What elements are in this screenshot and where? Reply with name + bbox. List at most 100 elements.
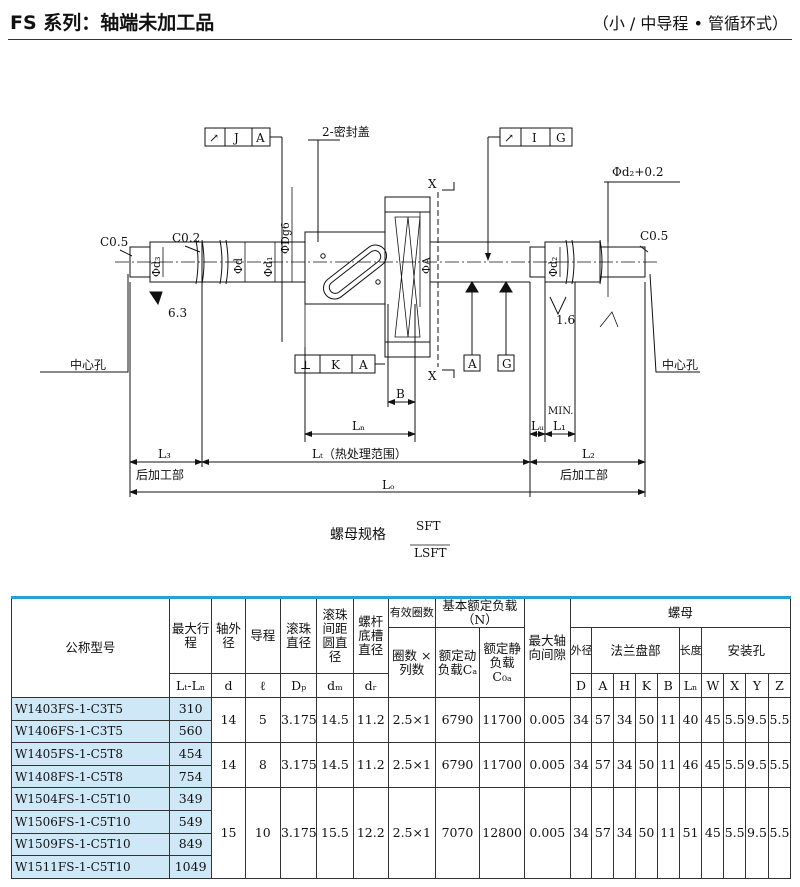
seal-label: 2-密封盖 xyxy=(322,124,370,139)
spec-cell-d: 15 xyxy=(211,787,246,879)
h-model: 公称型号 xyxy=(11,596,170,698)
spec-cell-b: 11 xyxy=(656,742,680,789)
technical-drawing: ↗ J A ↗ I G ⊥ K A 2-密封盖 Φd₂+0.2 C0.5 C0.… xyxy=(40,124,700,560)
tol-bottom-ref: K xyxy=(331,358,341,372)
spec-cell-k: 50 xyxy=(635,696,658,744)
h-sub-col: A xyxy=(591,673,615,698)
datum-A-box xyxy=(463,354,481,372)
h-mount: 安装孔 xyxy=(701,627,791,674)
spec-cell-z: 5.5 xyxy=(767,742,792,789)
h-sub-col: Lₙ xyxy=(678,673,703,698)
datum-A-label: A xyxy=(467,357,477,371)
nut-spec-lsft: LSFT xyxy=(414,546,447,560)
dim-16: 1.6 xyxy=(556,313,575,327)
spec-cell-y: 9.5 xyxy=(745,787,769,879)
stroke-cell: 310 xyxy=(168,697,213,721)
h-pcd-sub: dₘ xyxy=(316,673,354,698)
phi-d: Φd xyxy=(232,258,245,274)
tol-left-sym: ↗ xyxy=(209,131,219,145)
h-dyn: 额定动负载Cₐ xyxy=(434,627,481,698)
h-root-sub: dᵣ xyxy=(352,673,389,698)
roughness-63: 6.3 xyxy=(168,306,187,320)
h-sub-col: B xyxy=(656,673,680,698)
h-turns-top: 有效圈数 xyxy=(387,596,436,628)
center-hole-right: 中心孔 xyxy=(662,357,698,372)
spec-cell-root: 11.2 xyxy=(352,742,389,789)
spec-cell-y: 9.5 xyxy=(745,696,769,744)
h-flange: 法兰盘部 xyxy=(591,627,680,674)
spec-cell-pcd: 15.5 xyxy=(316,787,354,879)
h-od-sub: d xyxy=(211,673,246,698)
page-subtitle: （小 / 中导程 • 管循环式） xyxy=(592,14,788,33)
h-sub-col: Y xyxy=(745,673,769,698)
header-rule xyxy=(8,39,792,40)
h-backlash: 最大轴向间隙 xyxy=(523,596,571,698)
spec-cell-lead: 5 xyxy=(244,696,281,744)
dim-Ln: Lₙ xyxy=(352,419,365,433)
page-title: FS 系列：轴端未加工品 xyxy=(10,12,215,34)
spec-cell-root: 11.2 xyxy=(352,696,389,744)
spec-cell-sta: 11700 xyxy=(479,742,525,789)
dim-min: MIN. xyxy=(548,406,573,417)
spec-cell-turns: 2.5×1 xyxy=(387,742,436,789)
datum-G-box xyxy=(497,354,515,372)
h-sub-col: D xyxy=(569,673,593,698)
spec-cell-dyn: 6790 xyxy=(434,742,481,789)
model-cell: W1403FS-1-C3T5 xyxy=(11,697,170,721)
spec-cell-k: 50 xyxy=(635,787,658,879)
stroke-cell: 754 xyxy=(168,764,213,789)
center-hole-left: 中心孔 xyxy=(70,357,106,372)
spec-cell-w: 45 xyxy=(701,696,725,744)
stroke-cell: 849 xyxy=(168,832,213,857)
h-nut: 螺母 xyxy=(569,596,792,628)
spec-cell-ball: 3.175 xyxy=(279,787,318,879)
stroke-cell: 1049 xyxy=(168,855,213,879)
spec-cell-a: 57 xyxy=(591,787,615,879)
spec-cell-y: 9.5 xyxy=(745,742,769,789)
phi-d3: Φd₃ xyxy=(150,257,163,277)
spec-cell-x: 5.5 xyxy=(723,787,747,879)
spec-cell-lead: 8 xyxy=(244,742,281,789)
spec-cell-dyn: 6790 xyxy=(434,696,481,744)
tol-left-ref: J xyxy=(232,131,239,145)
h-sub-col: X xyxy=(723,673,747,698)
spec-cell-ball: 3.175 xyxy=(279,742,318,789)
spec-cell-z: 5.5 xyxy=(767,696,792,744)
nut-spec-sft: SFT xyxy=(416,519,441,533)
h-pcd: 滚珠间距圆直径 xyxy=(316,596,354,674)
model-cell: W1406FS-1-C3T5 xyxy=(11,719,170,744)
page-header: FS 系列：轴端未加工品 （小 / 中导程 • 管循环式） xyxy=(0,0,800,40)
model-cell: W1405FS-1-C5T8 xyxy=(11,742,170,766)
spec-cell-sta: 12800 xyxy=(479,787,525,879)
model-cell: W1504FS-1-C5T10 xyxy=(11,787,170,811)
stroke-cell: 560 xyxy=(168,719,213,744)
post-right: 后加工部 xyxy=(560,467,608,482)
h-sub-col: K xyxy=(635,673,658,698)
stroke-cell: 349 xyxy=(168,787,213,811)
shaft-right-end xyxy=(599,246,646,278)
dim-Lu: Lᵤ xyxy=(531,419,544,433)
shaft-left-journal xyxy=(149,241,203,283)
spec-cell-sta: 11700 xyxy=(479,696,525,744)
spec-cell-a: 57 xyxy=(591,742,615,789)
tol-right-datum: G xyxy=(556,131,566,145)
spec-cell-ln: 51 xyxy=(678,787,703,879)
post-left: 后加工部 xyxy=(136,467,184,482)
spec-cell-d: 14 xyxy=(211,742,246,789)
spec-cell-d: 14 xyxy=(211,696,246,744)
model-cell: W1506FS-1-C5T10 xyxy=(11,809,170,834)
spec-cell-backlash: 0.005 xyxy=(523,787,571,879)
spec-cell-ln: 46 xyxy=(678,742,703,789)
h-lead-sub: ℓ xyxy=(244,673,281,698)
x-label-bottom: X xyxy=(428,369,437,383)
phi-A: ΦA xyxy=(420,256,433,274)
h-ball: 滚珠直径 xyxy=(279,596,318,674)
spec-cell-x: 5.5 xyxy=(723,742,747,789)
spec-cell-turns: 2.5×1 xyxy=(387,787,436,879)
h-sta: 额定静负载C₀ₐ xyxy=(479,627,525,698)
spec-cell-b: 11 xyxy=(656,787,680,879)
